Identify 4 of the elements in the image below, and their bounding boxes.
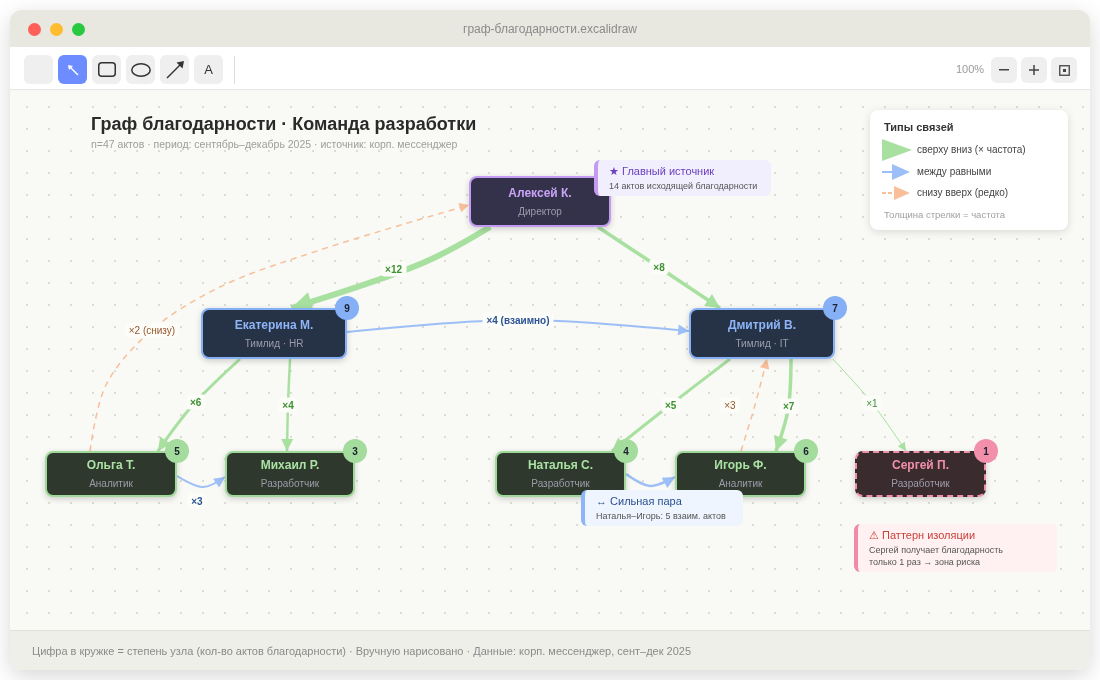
zoom-level: 100% bbox=[956, 63, 985, 76]
window-title: граф-благодарности.excalidraw bbox=[463, 22, 637, 36]
text-tool-button: A bbox=[194, 55, 223, 84]
footer-note: Цифра в кружке = степень узла (кол-во актов благодарности) · Вручную нарисовано · Данные: корп. мессенджер, сент–дек 2025 bbox=[32, 644, 692, 658]
